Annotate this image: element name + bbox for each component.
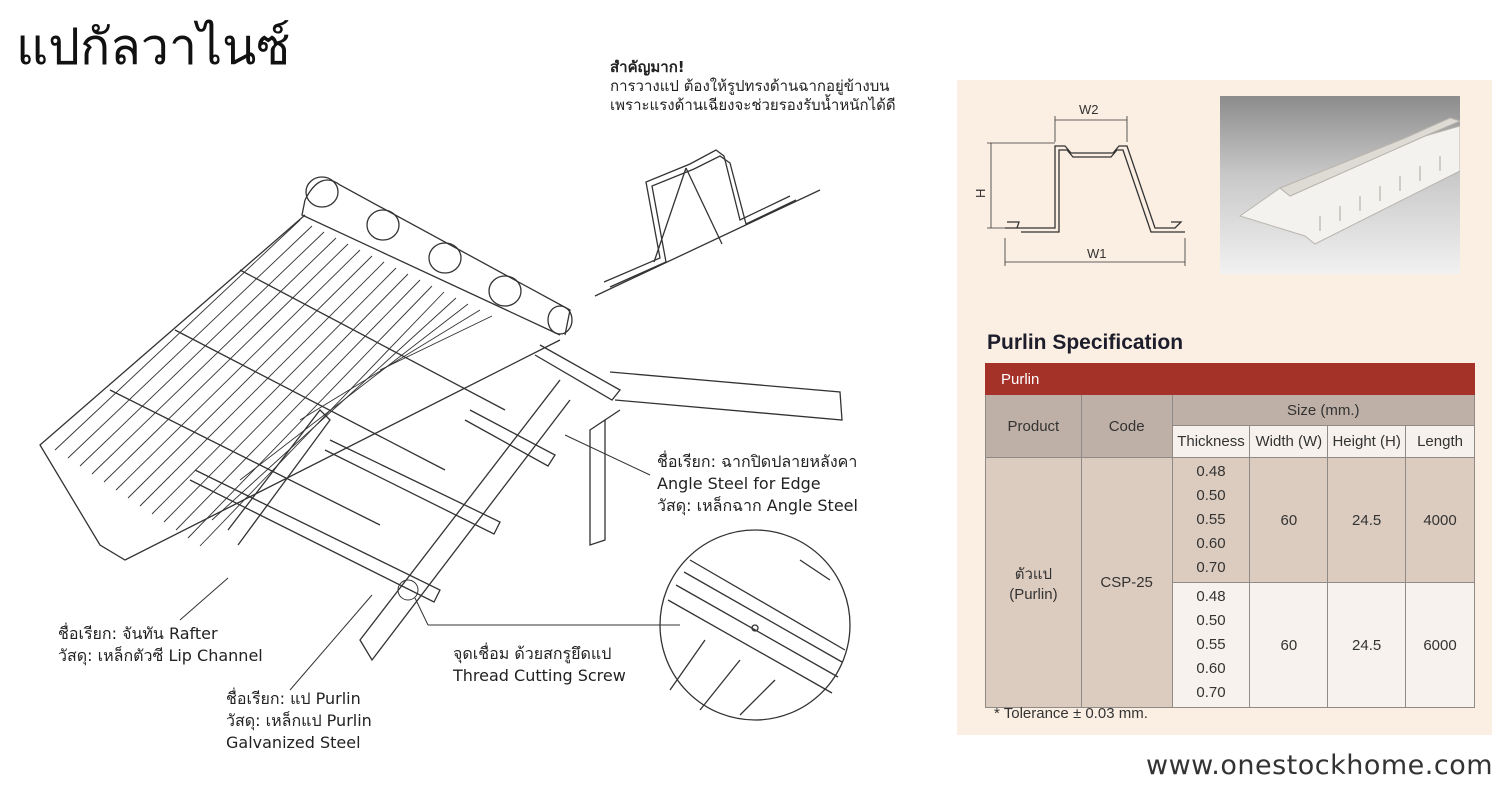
important-note-line1: การวางแป ต้องให้รูปทรงด้านฉากอยู่ข้างบน [610, 77, 890, 95]
callout-purlin: ชื่อเรียก: แป Purlin วัสดุ: เหล็กแป Purl… [226, 688, 372, 754]
header-length: Length [1405, 425, 1475, 458]
important-note-title: สำคัญมาก! [610, 58, 685, 76]
thickness-value: 0.70 [1196, 559, 1226, 576]
profile-label-w2: W2 [1079, 102, 1099, 117]
callout-purlin-line3: Galvanized Steel [226, 733, 361, 752]
thickness-cell: 0.48 0.50 0.55 0.60 0.70 [1171, 582, 1251, 708]
roof-structure-illustration [39, 149, 851, 721]
page-title: แปกัลวาไนซ์ [16, 18, 291, 76]
callout-angle-steel-line1: ชื่อเรียก: ฉากปิดปลายหลังคา [657, 452, 858, 471]
purlin-orientation-sketch [594, 149, 821, 297]
header-product: Product [985, 394, 1082, 458]
callout-screw-line1: จุดเชื่อม ด้วยสกรูยึดแป [453, 644, 612, 663]
product-cell: ตัวแป (Purlin) [985, 457, 1082, 708]
callout-angle-steel-line3: วัสดุ: เหล็กฉาก Angle Steel [657, 496, 858, 515]
width-cell: 60 [1249, 582, 1329, 708]
header-thickness: Thickness [1171, 425, 1251, 458]
thickness-value: 0.60 [1196, 660, 1226, 677]
header-height: Height (H) [1327, 425, 1407, 458]
callout-angle-steel-line2: Angle Steel for Edge [657, 474, 821, 493]
length-cell: 4000 [1405, 457, 1475, 583]
spec-title: Purlin Specification [987, 331, 1184, 354]
rafter [227, 379, 571, 662]
website-url[interactable]: www.onestockhome.com [1146, 750, 1494, 781]
purlin-profile-diagram: W2 W1 H [975, 102, 1186, 266]
profile-label-w1: W1 [1087, 246, 1107, 261]
callout-purlin-line2: วัสดุ: เหล็กแป Purlin [226, 711, 372, 730]
purlins [189, 344, 621, 603]
thickness-value: 0.55 [1196, 511, 1226, 528]
callout-screw-line2: Thread Cutting Screw [453, 666, 626, 685]
thickness-cell: 0.48 0.50 0.55 0.60 0.70 [1171, 457, 1251, 583]
callout-leaders [179, 434, 680, 691]
height-cell: 24.5 [1327, 457, 1407, 583]
thickness-value: 0.50 [1196, 487, 1226, 504]
callout-angle-steel: ชื่อเรียก: ฉากปิดปลายหลังคา Angle Steel … [657, 451, 858, 517]
thickness-value: 0.55 [1196, 636, 1226, 653]
spec-table: Purlin Product Code Size (mm.) Thickness… [985, 363, 1475, 708]
thickness-value: 0.48 [1196, 588, 1226, 605]
angle-steel-edge [589, 371, 843, 546]
height-cell: 24.5 [1327, 582, 1407, 708]
roof-sheets [39, 214, 561, 561]
callout-purlin-line1: ชื่อเรียก: แป Purlin [226, 689, 361, 708]
product-name-english: (Purlin) [1009, 586, 1058, 603]
code-cell: CSP-25 [1080, 457, 1173, 708]
header-size: Size (mm.) [1171, 394, 1475, 426]
purlin-product-photo [1220, 96, 1460, 274]
callout-screw: จุดเชื่อม ด้วยสกรูยึดแป Thread Cutting S… [453, 643, 626, 687]
ridge-cap [301, 176, 573, 336]
width-cell: 60 [1249, 457, 1329, 583]
product-name-thai: ตัวแป [1014, 566, 1053, 583]
tolerance-note: * Tolerance ± 0.03 mm. [994, 705, 1148, 722]
length-cell: 6000 [1405, 582, 1475, 708]
callout-rafter: ชื่อเรียก: จันทัน Rafter วัสดุ: เหล็กตัว… [58, 623, 263, 667]
spec-table-header-row: Product Code Size (mm.) [985, 394, 1475, 458]
thickness-value: 0.48 [1196, 463, 1226, 480]
important-note-line2: เพราะแรงด้านเฉียงจะช่วยรองรับน้ำหนักได้ด… [610, 96, 896, 114]
important-note: สำคัญมาก! การวางแป ต้องให้รูปทรงด้านฉากอ… [610, 58, 896, 115]
table-row: ตัวแป (Purlin) CSP-25 0.48 0.50 0.55 0.6… [985, 457, 1475, 708]
thickness-value: 0.60 [1196, 535, 1226, 552]
roof-corrugations [54, 219, 493, 547]
thickness-value: 0.70 [1196, 684, 1226, 701]
purlin-photo-shape [1238, 117, 1460, 245]
callout-rafter-line2: วัสดุ: เหล็กตัวซี Lip Channel [58, 646, 263, 665]
spec-table-bar: Purlin [985, 363, 1475, 395]
spec-table-bar-row: Purlin [985, 363, 1475, 395]
profile-label-h: H [975, 189, 988, 198]
table-row: 0.48 0.50 0.55 0.60 0.70 60 24.5 6000 [986, 582, 1475, 708]
thickness-value: 0.50 [1196, 612, 1226, 629]
screw-detail-zoom [659, 529, 851, 721]
header-width: Width (W) [1249, 425, 1329, 458]
spec-table-subheader-row: Thickness Width (W) Height (H) Length [986, 425, 1475, 458]
callout-rafter-line1: ชื่อเรียก: จันทัน Rafter [58, 624, 218, 643]
header-code: Code [1080, 394, 1173, 458]
